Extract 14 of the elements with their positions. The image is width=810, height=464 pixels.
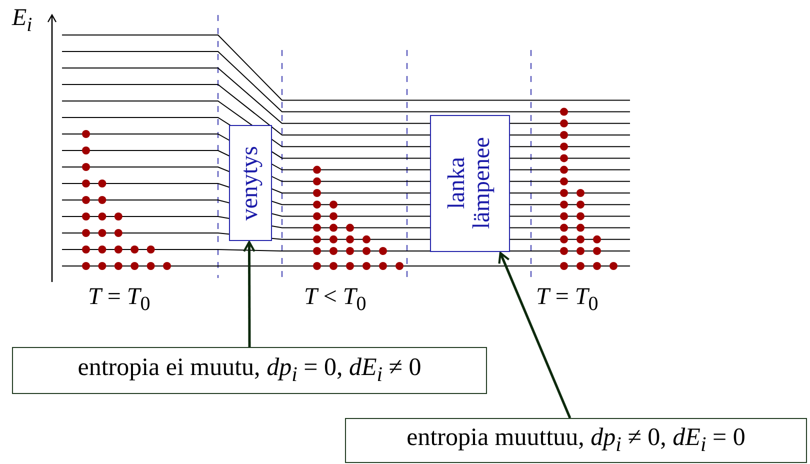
arrow xyxy=(242,240,256,347)
rotated-label-box xyxy=(430,115,510,252)
note-text: entropia ei muutu, dp$_{i}$ = 0, dE$_{i}$ ≠ 0 xyxy=(78,354,422,387)
vertical-label: lanka lämpenee xyxy=(444,136,496,232)
note-text: entropia muuttuu, dp$_{i}$ ≠ 0, dE$_{i}$ = 0 xyxy=(406,424,746,457)
rotated-label-box xyxy=(229,125,272,241)
temperature-label: T = T$_{0}$ xyxy=(88,285,150,314)
vertical-label: venytys xyxy=(238,146,264,220)
note-box xyxy=(345,418,807,463)
note-box xyxy=(12,347,487,394)
axis-label: E$_{i}$ xyxy=(12,6,32,35)
arrow xyxy=(498,252,572,418)
temperature-label: T < T$_{0}$ xyxy=(304,285,366,314)
temperature-label: T = T$_{0}$ xyxy=(536,285,598,314)
